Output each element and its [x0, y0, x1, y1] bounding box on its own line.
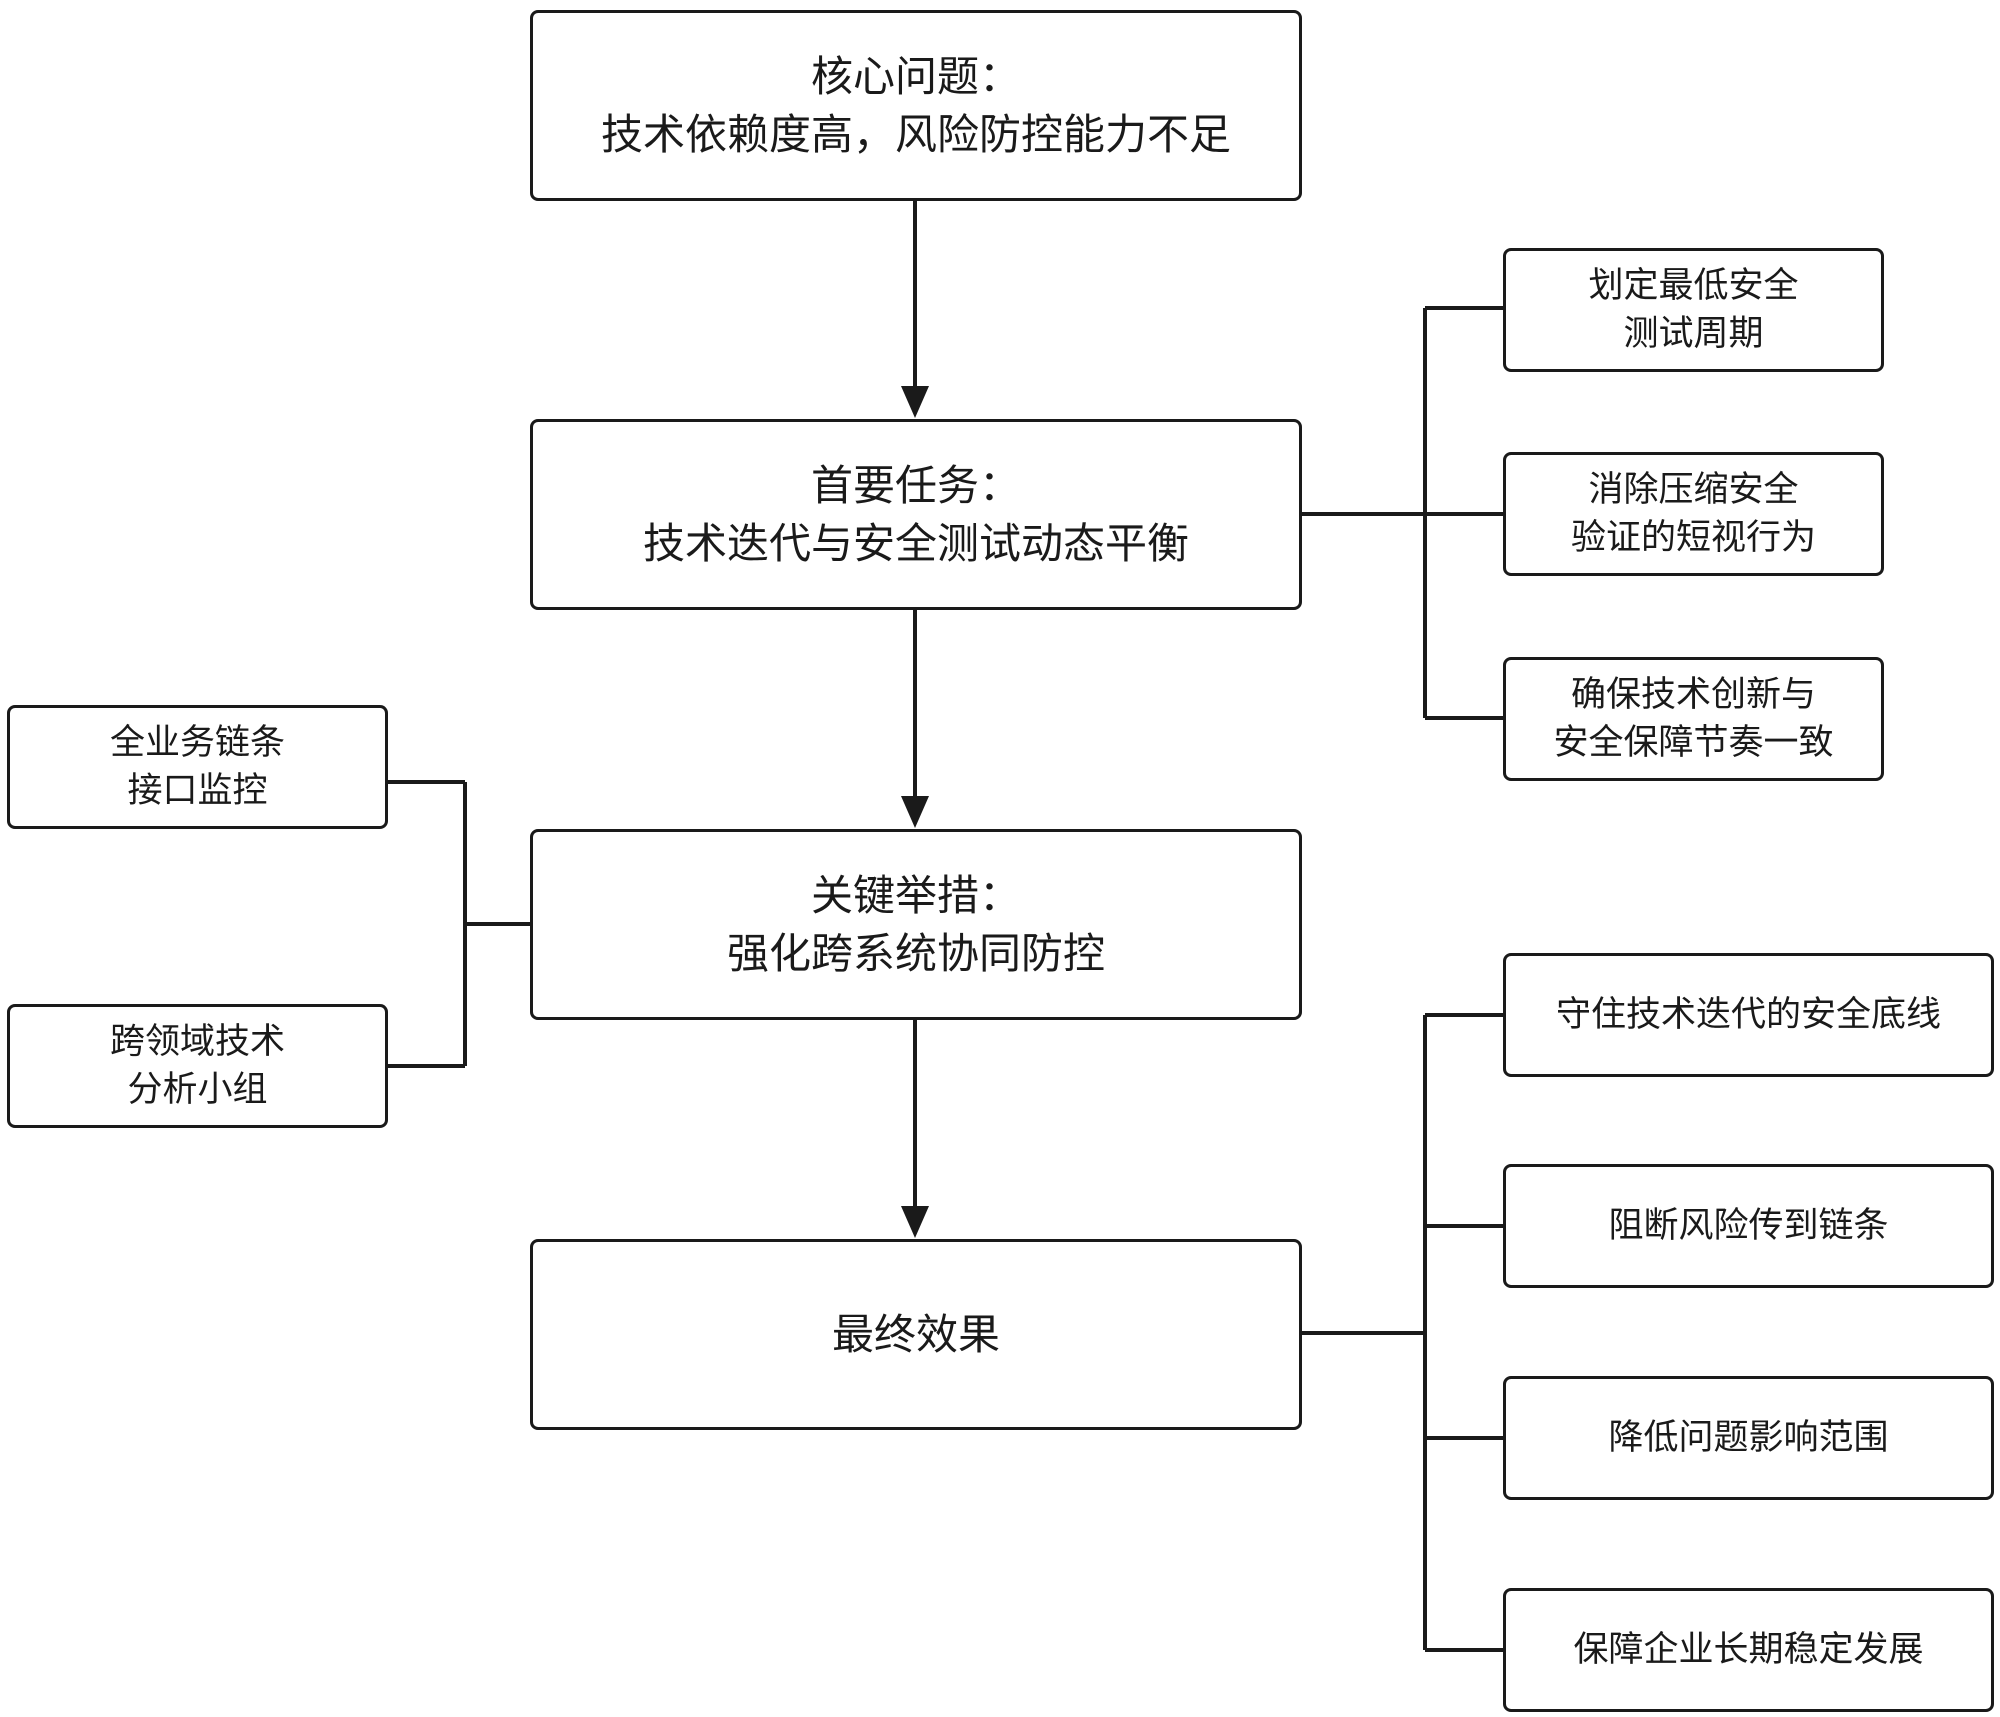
primary-task-detail-1: 划定最低安全 测试周期	[1503, 248, 1884, 372]
detail-line: 阻断风险传到链条	[1608, 1206, 1889, 1246]
detail-line: 降低问题影响范围	[1608, 1418, 1889, 1458]
arrowhead-measure-to-effect	[901, 1206, 929, 1238]
detail-line: 测试周期	[1623, 314, 1764, 354]
detail-line: 消除压缩安全	[1588, 470, 1799, 510]
detail-line: 跨领域技术	[109, 1022, 285, 1062]
final-effect-detail-3: 降低问题影响范围	[1503, 1376, 1994, 1500]
final-effect-box: 最终效果	[530, 1239, 1302, 1430]
detail-line: 分析小组	[127, 1070, 268, 1110]
arrowhead-problem-to-task	[901, 386, 929, 418]
final-effect-label: 最终效果	[831, 1309, 1000, 1359]
detail-line: 验证的短视行为	[1570, 518, 1816, 558]
key-measure-detail-1: 全业务链条 接口监控	[7, 705, 388, 829]
key-measure-label: 关键举措：	[810, 870, 1021, 920]
primary-task-text: 技术迭代与安全测试动态平衡	[642, 518, 1189, 568]
primary-task-detail-3: 确保技术创新与 安全保障节奏一致	[1503, 657, 1884, 781]
detail-line: 安全保障节奏一致	[1553, 723, 1834, 763]
detail-line: 确保技术创新与	[1570, 675, 1816, 715]
primary-task-detail-2: 消除压缩安全 验证的短视行为	[1503, 452, 1884, 576]
core-problem-text: 技术依赖度高，风险防控能力不足	[600, 109, 1231, 159]
final-effect-detail-1: 守住技术迭代的安全底线	[1503, 953, 1994, 1077]
key-measure-text: 强化跨系统协同防控	[726, 928, 1105, 978]
final-effect-detail-4: 保障企业长期稳定发展	[1503, 1588, 1994, 1712]
primary-task-box: 首要任务： 技术迭代与安全测试动态平衡	[530, 419, 1302, 610]
final-effect-detail-2: 阻断风险传到链条	[1503, 1164, 1994, 1288]
core-problem-label: 核心问题：	[810, 51, 1021, 101]
detail-line: 全业务链条	[109, 723, 285, 763]
detail-line: 划定最低安全	[1588, 266, 1799, 306]
key-measure-box: 关键举措： 强化跨系统协同防控	[530, 829, 1302, 1020]
detail-line: 接口监控	[127, 771, 268, 811]
arrowhead-task-to-measure	[901, 796, 929, 828]
detail-line: 保障企业长期稳定发展	[1573, 1630, 1924, 1670]
primary-task-label: 首要任务：	[810, 460, 1021, 510]
key-measure-detail-2: 跨领域技术 分析小组	[7, 1004, 388, 1128]
core-problem-box: 核心问题： 技术依赖度高，风险防控能力不足	[530, 10, 1302, 201]
detail-line: 守住技术迭代的安全底线	[1555, 995, 1941, 1035]
